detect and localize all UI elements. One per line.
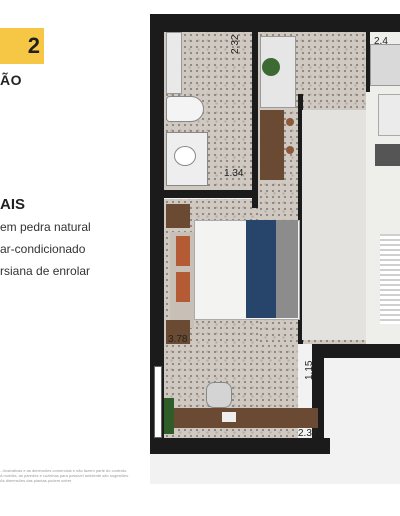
plant-icon (262, 58, 280, 76)
shelf-unit (260, 110, 284, 180)
stool-icon (286, 146, 294, 154)
stool-icon (286, 118, 294, 126)
feature-item: ar-condicionado (0, 242, 86, 256)
dimension-label: 1.34 (224, 168, 244, 179)
blanket (246, 220, 276, 318)
sink-icon (174, 146, 196, 166)
window-frame (154, 366, 162, 438)
toilet-icon (166, 96, 204, 122)
roller-blind (380, 234, 400, 324)
dimension-label: 2.37 (298, 428, 318, 439)
disclaimer-text: ...ilustrativas e as dimensões comerciai… (0, 468, 130, 483)
feature-item: em pedra natural (0, 220, 91, 234)
unit-badge (0, 28, 44, 64)
features-title: AIS (0, 196, 26, 213)
dimension-label: 3.78 (168, 334, 188, 345)
living-rug (302, 110, 366, 340)
floor-plan: 2.32 2.4 1.34 3.78 1.15 2.37 (150, 14, 400, 504)
dimension-label: 2.32 (230, 34, 241, 54)
nightstand (166, 320, 190, 344)
desk (172, 408, 318, 428)
feature-item: rsiana de enrolar (0, 264, 91, 278)
nightstand (166, 204, 190, 228)
chair-icon (206, 382, 232, 408)
pillow (176, 236, 190, 266)
kitchen-counter (370, 44, 400, 86)
plant-icon (164, 398, 174, 434)
dimension-label: 2.4 (374, 36, 388, 47)
shower-stall (166, 32, 182, 94)
bench (276, 220, 298, 318)
pillow (176, 272, 190, 302)
kitchen-unit (378, 94, 400, 136)
laptop-icon (222, 412, 236, 422)
unit-subtitle: ÃO (0, 72, 22, 88)
unit-number: 2 (27, 33, 40, 58)
cooktop-icon (375, 144, 400, 166)
dimension-label: 1.15 (304, 360, 315, 380)
